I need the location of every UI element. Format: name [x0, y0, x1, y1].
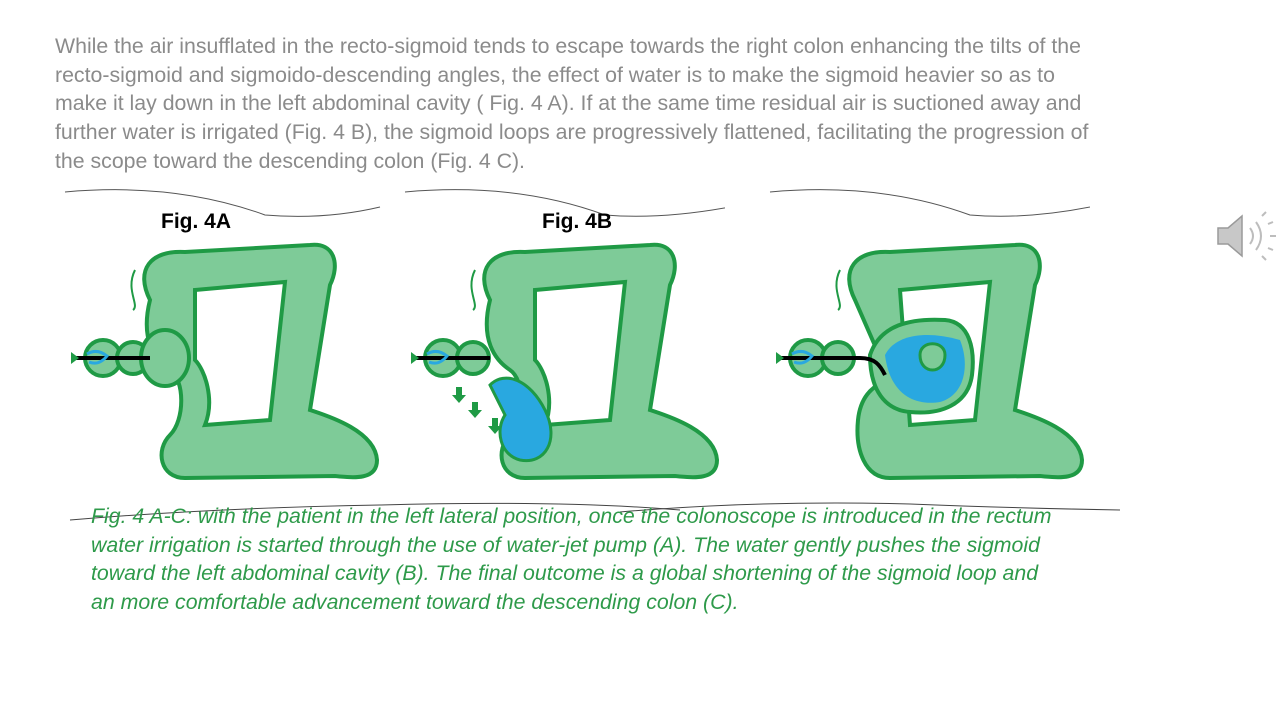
body-paragraph: While the air insufflated in the recto-s…: [55, 32, 1235, 176]
paragraph-line: recto-sigmoid and sigmoido-descending an…: [55, 62, 1055, 87]
figure-4a-illustration: [64, 189, 381, 481]
figure-4c: [760, 180, 1090, 490]
speaker-icon[interactable]: [1214, 206, 1278, 266]
figure-4c-illustration: [769, 189, 1090, 481]
figure-caption: Fig. 4 A-C: with the patient in the left…: [91, 502, 1211, 617]
paragraph-line: make it lay down in the left abdominal c…: [55, 91, 1082, 116]
caption-line: toward the left abdominal cavity (B). Th…: [91, 561, 1039, 586]
caption-overlay-lines: [69, 502, 1121, 521]
figure-4b-illustration: [404, 189, 725, 481]
figure-4a: Fig. 4A: [55, 180, 385, 490]
paragraph-line: While the air insufflated in the recto-s…: [55, 34, 1081, 58]
figure-4b: Fig. 4B: [395, 180, 725, 490]
figure-label: Fig. 4B: [542, 210, 613, 233]
paragraph-line: further water is irrigated (Fig. 4 B), t…: [55, 120, 1089, 145]
paragraph-line: the scope toward the descending colon (F…: [55, 148, 525, 173]
caption-line: water irrigation is started through the …: [91, 532, 1040, 557]
caption-line: Fig. 4 A-C: with the patient in the left…: [91, 504, 1052, 528]
caption-line: an more comfortable advancement toward t…: [91, 590, 739, 615]
figure-label: Fig. 4A: [161, 210, 232, 233]
